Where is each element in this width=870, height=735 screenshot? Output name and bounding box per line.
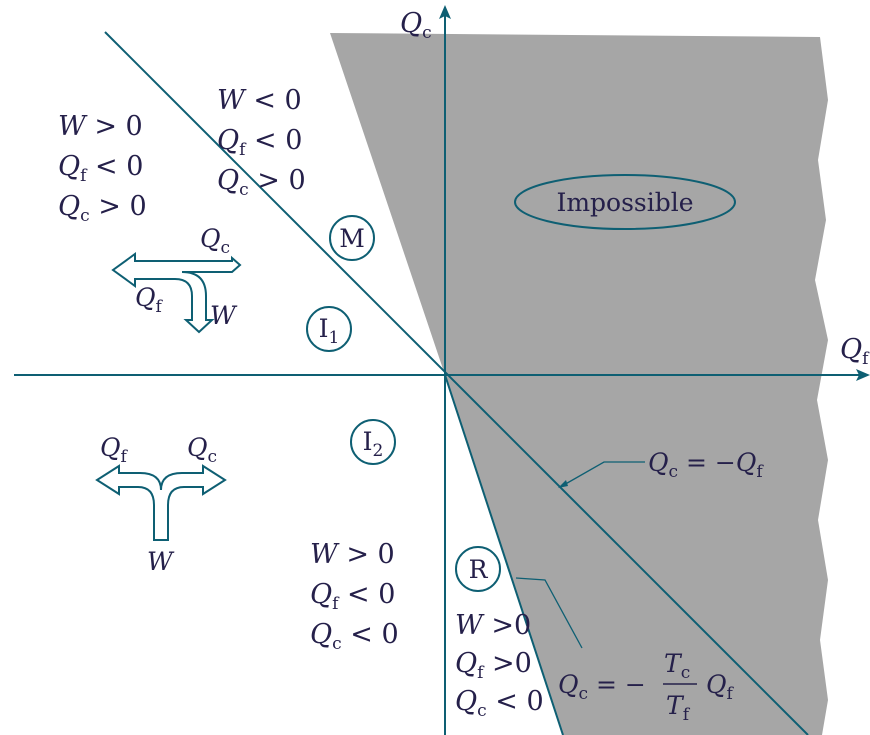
leader-eq1 <box>561 461 645 487</box>
condition-line: Qf < 0 <box>310 579 395 614</box>
x-axis-label: Qf <box>840 334 870 369</box>
condition-line: Qf < 0 <box>217 125 302 160</box>
svg-text:M: M <box>339 224 365 253</box>
svg-text:Qc = −: Qc = − <box>558 670 646 704</box>
flow-upper-qc: Qc <box>200 224 230 258</box>
eq-qc-carnot: Qc = − Tc Tf Qf <box>558 649 735 725</box>
flow-upper-qf: Qf <box>135 283 164 317</box>
y-axis-arrow-icon <box>439 5 451 19</box>
region-i2: I2 <box>350 419 396 465</box>
eq2-numerator: Tc <box>664 649 690 683</box>
condition-line: W > 0 <box>310 539 395 570</box>
region-m: M <box>329 215 375 261</box>
impossible-region <box>330 33 828 735</box>
eq-qc-minus-qf: Qc = −Qf <box>648 448 764 482</box>
eq2-rhs: Qf <box>706 670 735 704</box>
condition-line: Qc > 0 <box>58 191 147 226</box>
eq2-denominator: Tf <box>666 691 691 725</box>
leader-eq1-arrow-icon <box>558 480 568 488</box>
m-region-conditions: W < 0 Qf < 0 Qc > 0 <box>217 85 306 200</box>
svg-text:R: R <box>469 555 489 584</box>
leader-eq2 <box>515 577 583 649</box>
r-region-conditions: W >0 Qf >0Qc < 0 <box>455 610 544 721</box>
condition-line: Qc < 0 <box>455 686 544 721</box>
condition-line: W < 0 <box>217 85 302 116</box>
flow-upper-w: W <box>210 301 238 330</box>
condition-line: Qf < 0 <box>58 151 143 186</box>
flow-lower-w: W <box>147 547 175 576</box>
upper-left-conditions: W > 0 Qf < 0 Qc > 0 <box>58 111 147 226</box>
impossible-label: Impossible <box>556 188 693 217</box>
region-i1: I1 <box>306 306 352 352</box>
svg-text:I2: I2 <box>363 427 384 461</box>
flow-lower-qf: Qf <box>100 433 129 467</box>
flow-upper-icon <box>111 252 242 334</box>
flow-lower-icon <box>95 464 227 541</box>
x-axis-arrow-icon <box>856 369 870 381</box>
region-r: R <box>455 546 501 592</box>
condition-line: Qc > 0 <box>217 165 306 200</box>
condition-line: W >0 <box>455 610 531 641</box>
line-qc-minus-qf <box>104 31 809 735</box>
y-axis-label: Qc <box>400 8 432 43</box>
lower-conditions: W > 0 Qf < 0 Qc < 0 <box>310 539 399 654</box>
condition-line: Qf >0 <box>455 648 532 683</box>
condition-line: W > 0 <box>58 111 143 142</box>
flow-lower-qc: Qc <box>187 433 217 467</box>
svg-text:I1: I1 <box>319 314 340 348</box>
condition-line: Qc < 0 <box>310 619 399 654</box>
impossible-ellipse <box>514 174 736 230</box>
line-qc-carnot <box>444 374 564 735</box>
